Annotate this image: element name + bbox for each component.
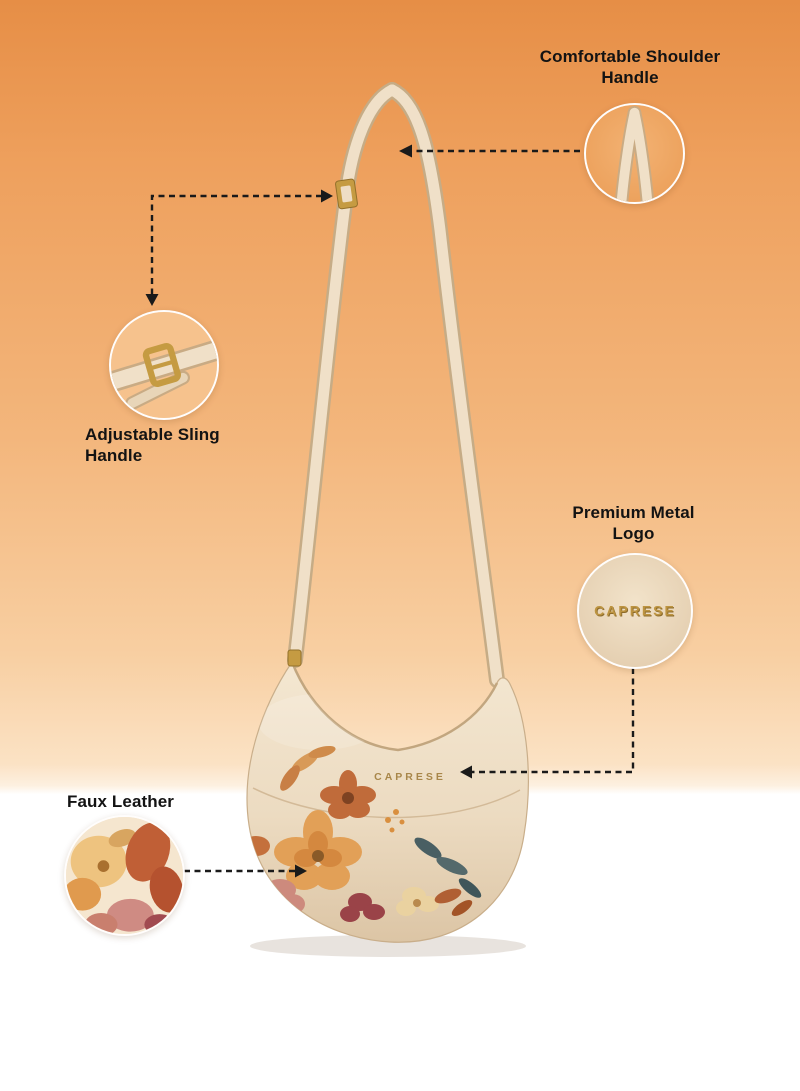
sling-handle-zoom [111,312,217,418]
label-faux-leather-line1: Faux Leather [67,792,175,811]
bag-brand-logo: CAPRESE [374,771,446,783]
shoulder-handle-zoom [586,105,683,202]
metal-logo-text-shadow: CAPRESE [595,604,677,620]
metal-logo-text: CAPRESE [594,602,676,618]
bag-highlight [258,694,382,750]
label-sling-handle-line2: Handle [85,446,143,466]
strap-adjuster-buckle [335,178,358,210]
label-faux-leather: Faux Leather [67,791,227,812]
label-metal-logo-line1: Premium Metal [572,503,695,522]
label-sling-handle-line1: Adjustable Sling [85,425,220,444]
metal-logo-zoom: CAPRESE CAPRESE [579,555,691,667]
bag-strap [287,82,505,688]
callout-circle-metal-logo: CAPRESE CAPRESE [577,553,693,669]
arrow-shoulder-handle [399,144,580,158]
callout-arrows [145,144,635,878]
bag-opening-edge [290,661,499,752]
faux-leather-zoom [66,817,183,934]
callout-circle-sling-handle [109,310,219,420]
label-shoulder-handle-line1: Comfortable Shoulder [539,47,721,66]
arrow-metal-logo [460,668,635,779]
arrow-sling-handle [145,189,333,306]
label-metal-logo: Premium Metal Logo [541,502,726,545]
label-metal-logo-line2: Logo [612,524,655,544]
label-sling-handle: Adjustable Sling Handle [85,424,275,467]
callout-circle-faux-leather [64,815,185,936]
zoom-buckle-gold [142,343,181,387]
strap-clasp-gold [287,649,302,667]
bag-shadow [250,935,526,957]
label-shoulder-handle-line2: Handle [601,68,659,88]
callout-circle-shoulder-handle [584,103,685,204]
arrow-faux-leather [184,864,307,878]
label-shoulder-handle: Comfortable Shoulder Handle [515,46,745,89]
